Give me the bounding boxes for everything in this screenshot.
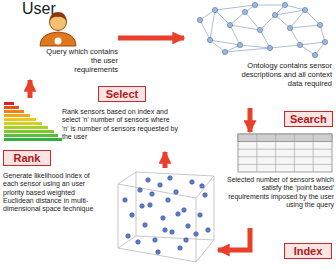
- stage-label: Search: [284, 111, 333, 127]
- scatter-axes: [118, 172, 214, 262]
- index-group: Generate likelihood index of each sensor…: [2, 168, 218, 267]
- scatter-plot: [118, 172, 214, 262]
- table-grid: [238, 134, 332, 172]
- table-header: [238, 134, 332, 142]
- step-description: Selected number of sensors which satisfy…: [226, 176, 334, 209]
- ontology-graph: [197, 2, 327, 57]
- stage-label: Select: [98, 86, 146, 102]
- sensor-table: [238, 134, 332, 172]
- flow-arrow: [218, 228, 250, 250]
- ontology-links: [200, 5, 325, 55]
- flow-arrow: [163, 152, 168, 168]
- scatter-dots: [123, 176, 211, 255]
- user-icon: [40, 12, 76, 46]
- rank-bars: [4, 102, 62, 141]
- stage-label: Rank: [3, 150, 51, 166]
- user-body: [40, 32, 76, 46]
- rank-group: Rank sensors based on index and select '…: [2, 98, 178, 152]
- table-body: [238, 134, 332, 172]
- step-description: Query which contains the user requiremen…: [46, 48, 118, 75]
- user-emblem: [55, 38, 62, 45]
- ontology-group: Ontology contains sensor descriptions an…: [184, 0, 334, 108]
- flow-arrow: [118, 36, 184, 41]
- flow-arrow: [248, 108, 253, 132]
- user-group: UserQuery which contains the user requir…: [2, 0, 118, 80]
- stage-label: Index: [284, 243, 332, 259]
- table-group: Selected number of sensors which satisfy…: [226, 132, 334, 228]
- step-description: Rank sensors based on index and select '…: [62, 108, 178, 141]
- flow-arrow: [28, 80, 33, 98]
- ontology-nodes: [197, 2, 327, 57]
- actor-name: User: [22, 0, 92, 19]
- step-description: Ontology contains sensor descriptions an…: [228, 62, 332, 89]
- step-description: Generate likelihood index of each sensor…: [3, 172, 105, 213]
